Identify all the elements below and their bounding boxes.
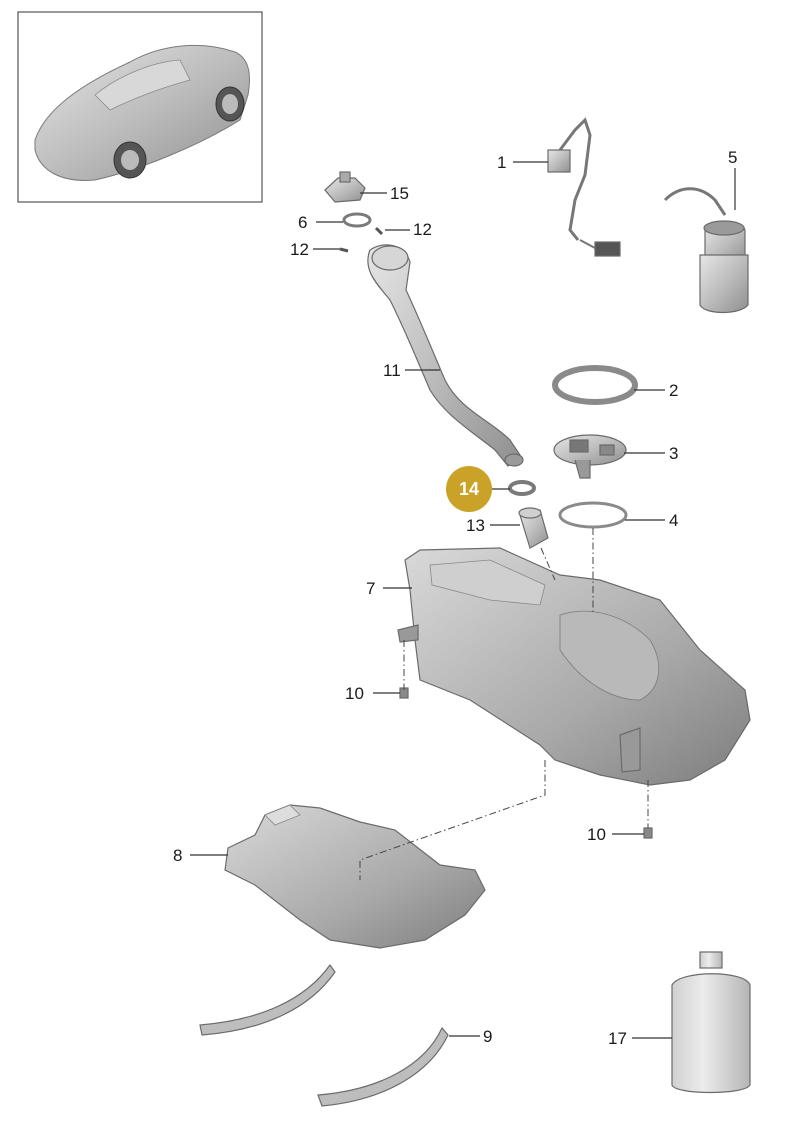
callout-14: 14 xyxy=(459,479,479,499)
part-13-connector-sleeve[interactable] xyxy=(518,507,549,549)
part-11-filler-pipe[interactable] xyxy=(367,244,524,467)
part-6-seal-ring[interactable] xyxy=(342,212,372,228)
callout-numbers: 1 5 2 3 4 6 7 8 9 10 10 11 12 12 13 15 1… xyxy=(173,148,737,1048)
callout-17: 17 xyxy=(608,1029,627,1048)
part-15-filler-cap[interactable] xyxy=(324,171,366,203)
callout-3: 3 xyxy=(669,444,678,463)
part-5-fuel-pump[interactable] xyxy=(663,187,749,314)
part-14-highlight-badge[interactable]: 14 xyxy=(446,466,492,512)
assembly-lines xyxy=(359,528,649,880)
part-9-tank-strap-2[interactable] xyxy=(317,1026,449,1107)
callout-8: 8 xyxy=(173,846,182,865)
callout-9: 9 xyxy=(483,1027,492,1046)
callout-1: 1 xyxy=(497,153,506,172)
callout-6: 6 xyxy=(298,213,307,232)
car-windshield xyxy=(94,59,191,111)
highlight-circle xyxy=(446,466,492,512)
leader-lines xyxy=(190,161,736,1039)
part-17-fluid-bottle[interactable] xyxy=(671,951,751,1094)
part-4-flange-seal[interactable] xyxy=(558,501,628,529)
callout-4: 4 xyxy=(669,511,678,530)
part-7-fuel-tank[interactable] xyxy=(397,547,751,786)
callout-11: 11 xyxy=(383,361,401,380)
callout-12-left: 12 xyxy=(290,240,309,259)
callout-15: 15 xyxy=(390,184,409,203)
part-12-screw[interactable] xyxy=(374,226,384,236)
part-14-hose-clamp[interactable] xyxy=(508,480,536,496)
part-8-heat-shield[interactable] xyxy=(224,804,486,949)
car-body xyxy=(34,44,250,181)
part-12-screw-2[interactable] xyxy=(339,247,349,253)
part-1-fuel-level-sensor[interactable] xyxy=(547,117,621,257)
callout-7: 7 xyxy=(366,579,375,598)
callout-12-right: 12 xyxy=(413,220,432,239)
part-2-locking-ring[interactable] xyxy=(552,365,638,405)
callout-2: 2 xyxy=(669,381,678,400)
callout-5: 5 xyxy=(728,148,737,167)
part-10-bolt-2[interactable] xyxy=(643,827,653,839)
callout-10-right: 10 xyxy=(587,825,606,844)
part-3-tank-flange[interactable] xyxy=(553,434,627,479)
callout-13: 13 xyxy=(466,516,485,535)
vehicle-thumbnail xyxy=(17,11,263,203)
part-9-tank-strap[interactable] xyxy=(199,963,336,1036)
callout-10-left: 10 xyxy=(345,684,364,703)
